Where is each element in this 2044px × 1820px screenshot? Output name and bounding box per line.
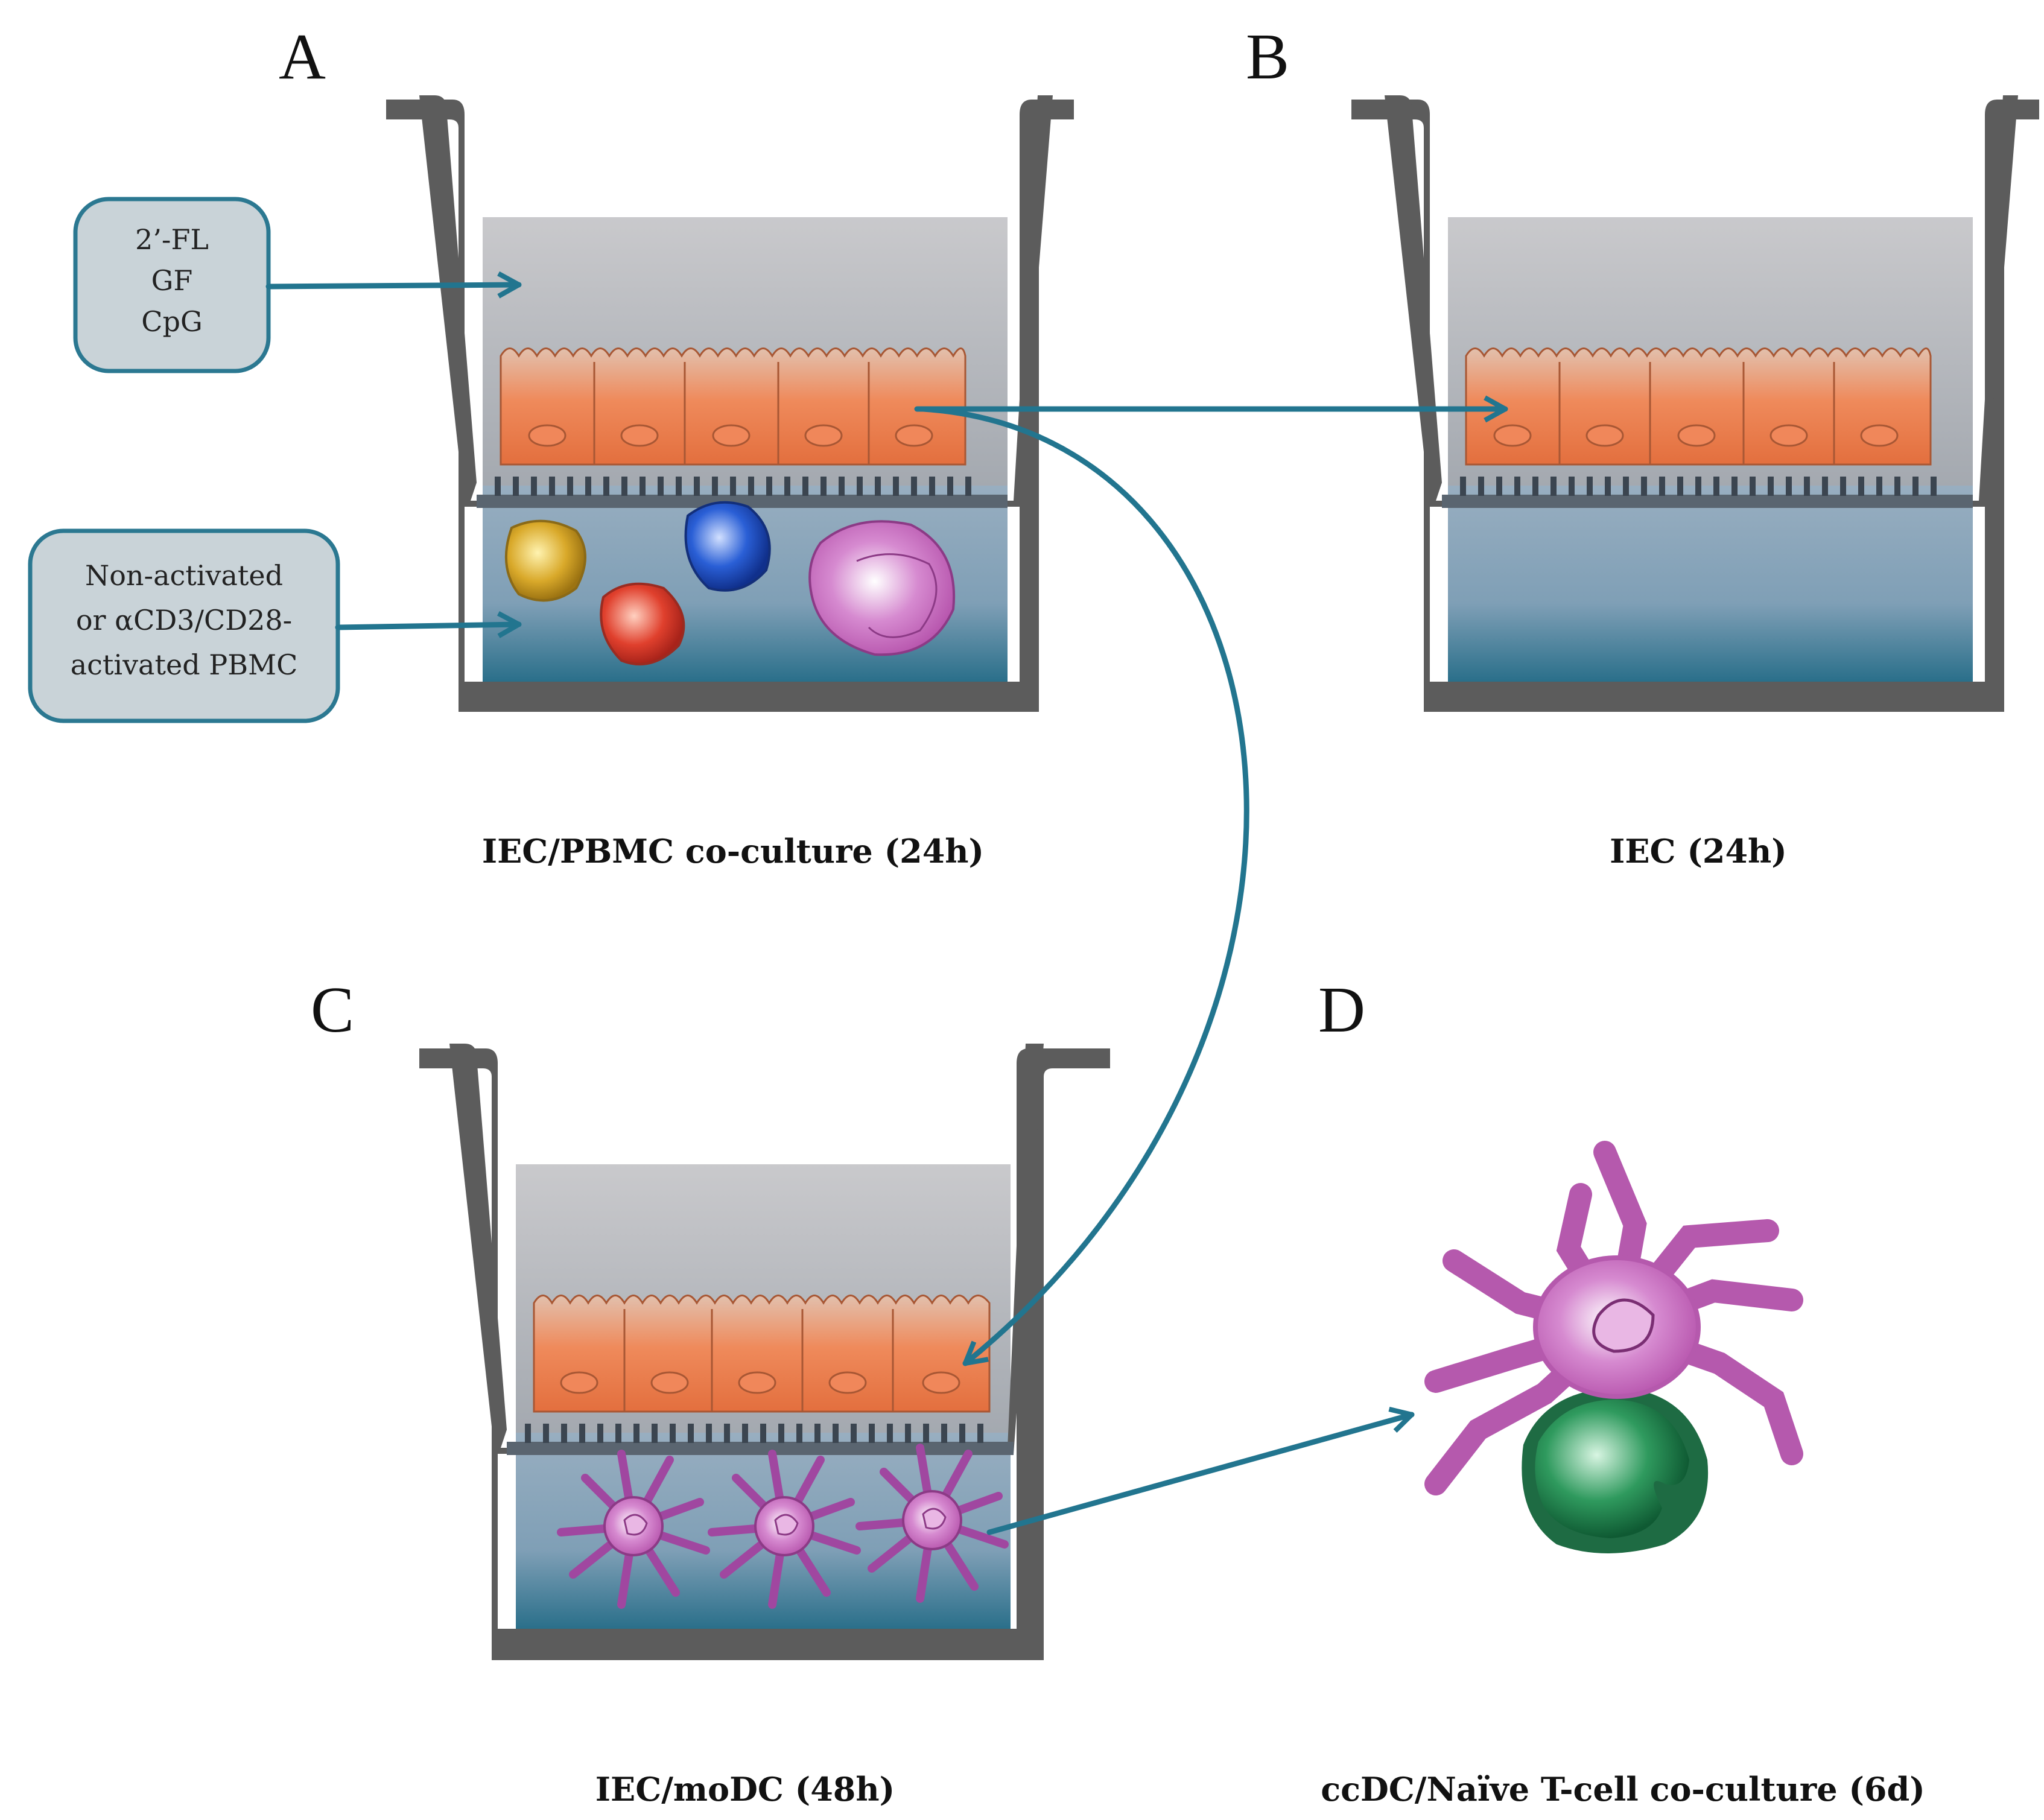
caption-a: IEC/PBMC co-culture (24h) bbox=[482, 832, 984, 870]
panel-c-well bbox=[419, 1044, 1110, 1660]
treatment-box: 2’-FL GF CpG bbox=[73, 197, 271, 373]
membrane-pores bbox=[525, 1424, 983, 1443]
membrane-pores bbox=[495, 477, 971, 496]
caption-c: IEC/moDC (48h) bbox=[595, 1770, 895, 1809]
panel-d-dc-tcell bbox=[1424, 1141, 1803, 1553]
caption-d: ccDC/Naïve T-cell co-culture (6d) bbox=[1321, 1770, 1925, 1809]
pbmc-line-2: or αCD3/CD28- bbox=[76, 604, 292, 636]
treatment-line-gf: GF bbox=[151, 264, 193, 297]
t-cell-icon bbox=[1522, 1387, 1709, 1553]
panel-letter-c: C bbox=[311, 974, 354, 1046]
arrow-icon bbox=[265, 271, 1508, 1535]
pbmc-cell-icon bbox=[504, 501, 956, 666]
arrow-c-to-d bbox=[986, 1406, 1415, 1535]
panel-letter-a: A bbox=[279, 21, 326, 93]
panel-letter-d: D bbox=[1318, 974, 1365, 1046]
panel-b-well bbox=[1351, 95, 2039, 712]
treatment-line-cpg: CpG bbox=[141, 305, 202, 338]
caption-b: IEC (24h) bbox=[1610, 832, 1787, 870]
epithelial-cell-icon bbox=[500, 347, 966, 466]
arrow-pbmc-to-well-a bbox=[335, 611, 522, 638]
dendritic-cell-icon bbox=[1424, 1141, 1803, 1495]
epithelial-cell-icon bbox=[533, 1295, 991, 1413]
membrane-pores bbox=[1460, 477, 1937, 496]
arrow-a-to-c bbox=[920, 406, 1249, 1366]
treatment-line-2fl: 2’-FL bbox=[135, 223, 209, 256]
epithelial-cell-icon bbox=[1465, 347, 1932, 466]
pbmc-line-3: activated PBMC bbox=[71, 648, 298, 681]
panel-a-well bbox=[386, 95, 1074, 712]
transwell-well-icon bbox=[419, 1048, 1110, 1660]
pbmc-box: Non-activated or αCD3/CD28- activated PB… bbox=[28, 528, 340, 723]
arrow-treatments-to-well-a bbox=[265, 271, 522, 299]
panel-letter-b: B bbox=[1246, 21, 1289, 93]
dendritic-cell-icon bbox=[557, 1444, 1009, 1609]
pbmc-line-1: Non-activated bbox=[85, 559, 283, 592]
